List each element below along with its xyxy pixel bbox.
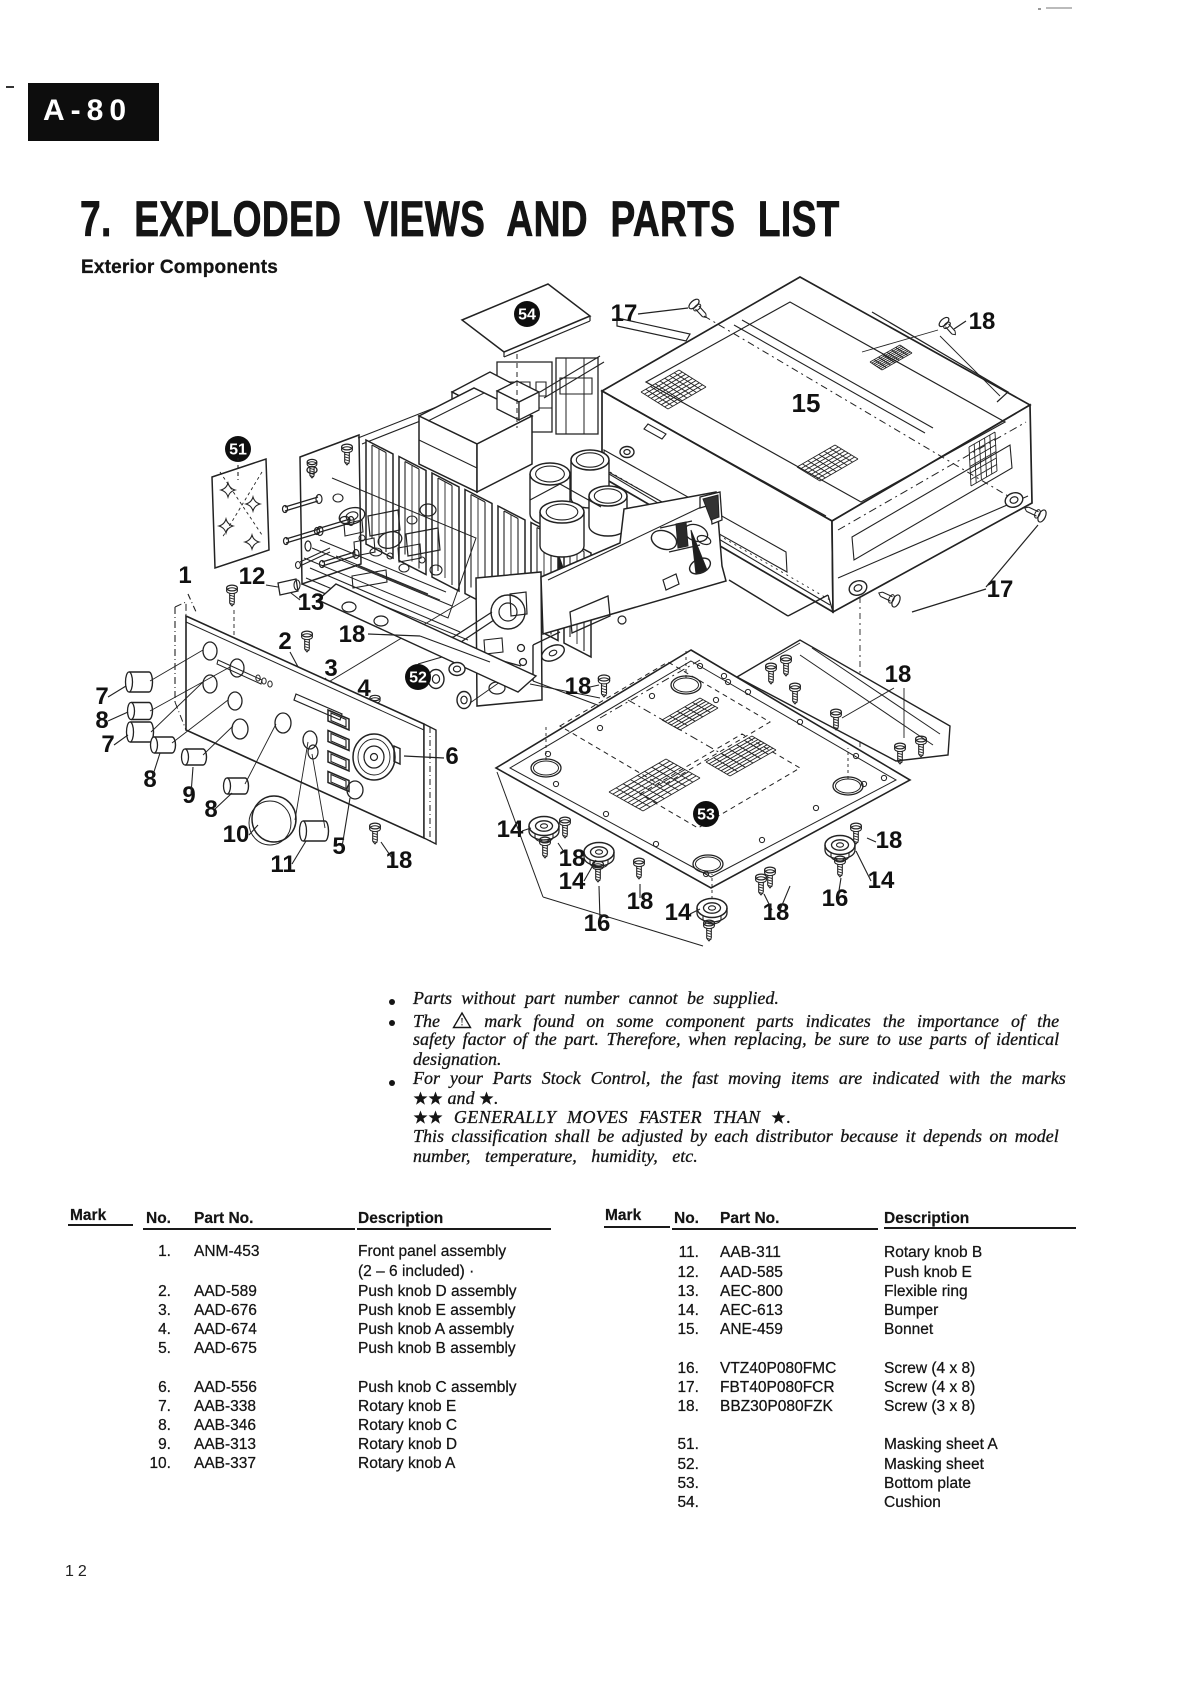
svg-text:18: 18 xyxy=(559,845,586,872)
svg-text:14: 14 xyxy=(559,868,586,895)
svg-text:18: 18 xyxy=(876,827,903,854)
svg-text:54: 54 xyxy=(518,307,536,324)
svg-text:14: 14 xyxy=(868,867,895,894)
svg-text:18: 18 xyxy=(885,661,912,688)
svg-text:18: 18 xyxy=(565,673,592,700)
svg-text:14: 14 xyxy=(497,816,524,843)
svg-text:6: 6 xyxy=(445,743,458,770)
svg-text:7: 7 xyxy=(101,731,114,758)
svg-text:9: 9 xyxy=(182,782,195,809)
svg-text:17: 17 xyxy=(611,300,638,327)
svg-text:2: 2 xyxy=(278,628,291,655)
svg-text:13: 13 xyxy=(298,589,325,616)
svg-text:8: 8 xyxy=(204,796,217,823)
svg-text:!: ! xyxy=(460,1015,464,1029)
svg-text:5: 5 xyxy=(332,833,345,860)
svg-text:16: 16 xyxy=(822,885,849,912)
svg-text:18: 18 xyxy=(386,847,413,874)
svg-text:7: 7 xyxy=(95,683,108,710)
svg-text:18: 18 xyxy=(763,899,790,926)
svg-text:8: 8 xyxy=(95,707,108,734)
svg-text:18: 18 xyxy=(969,308,996,335)
svg-text:15: 15 xyxy=(792,388,821,418)
svg-text:16: 16 xyxy=(584,910,611,937)
svg-text:3: 3 xyxy=(324,655,337,682)
svg-text:14: 14 xyxy=(665,899,692,926)
svg-text:11: 11 xyxy=(270,851,295,878)
svg-text:1: 1 xyxy=(178,562,191,589)
svg-text:52: 52 xyxy=(409,670,427,687)
svg-text:53: 53 xyxy=(697,807,715,824)
svg-text:10: 10 xyxy=(223,821,250,848)
svg-text:17: 17 xyxy=(987,576,1014,603)
svg-text:18: 18 xyxy=(339,621,366,648)
svg-text:51: 51 xyxy=(229,442,247,459)
svg-text:12: 12 xyxy=(239,563,266,590)
